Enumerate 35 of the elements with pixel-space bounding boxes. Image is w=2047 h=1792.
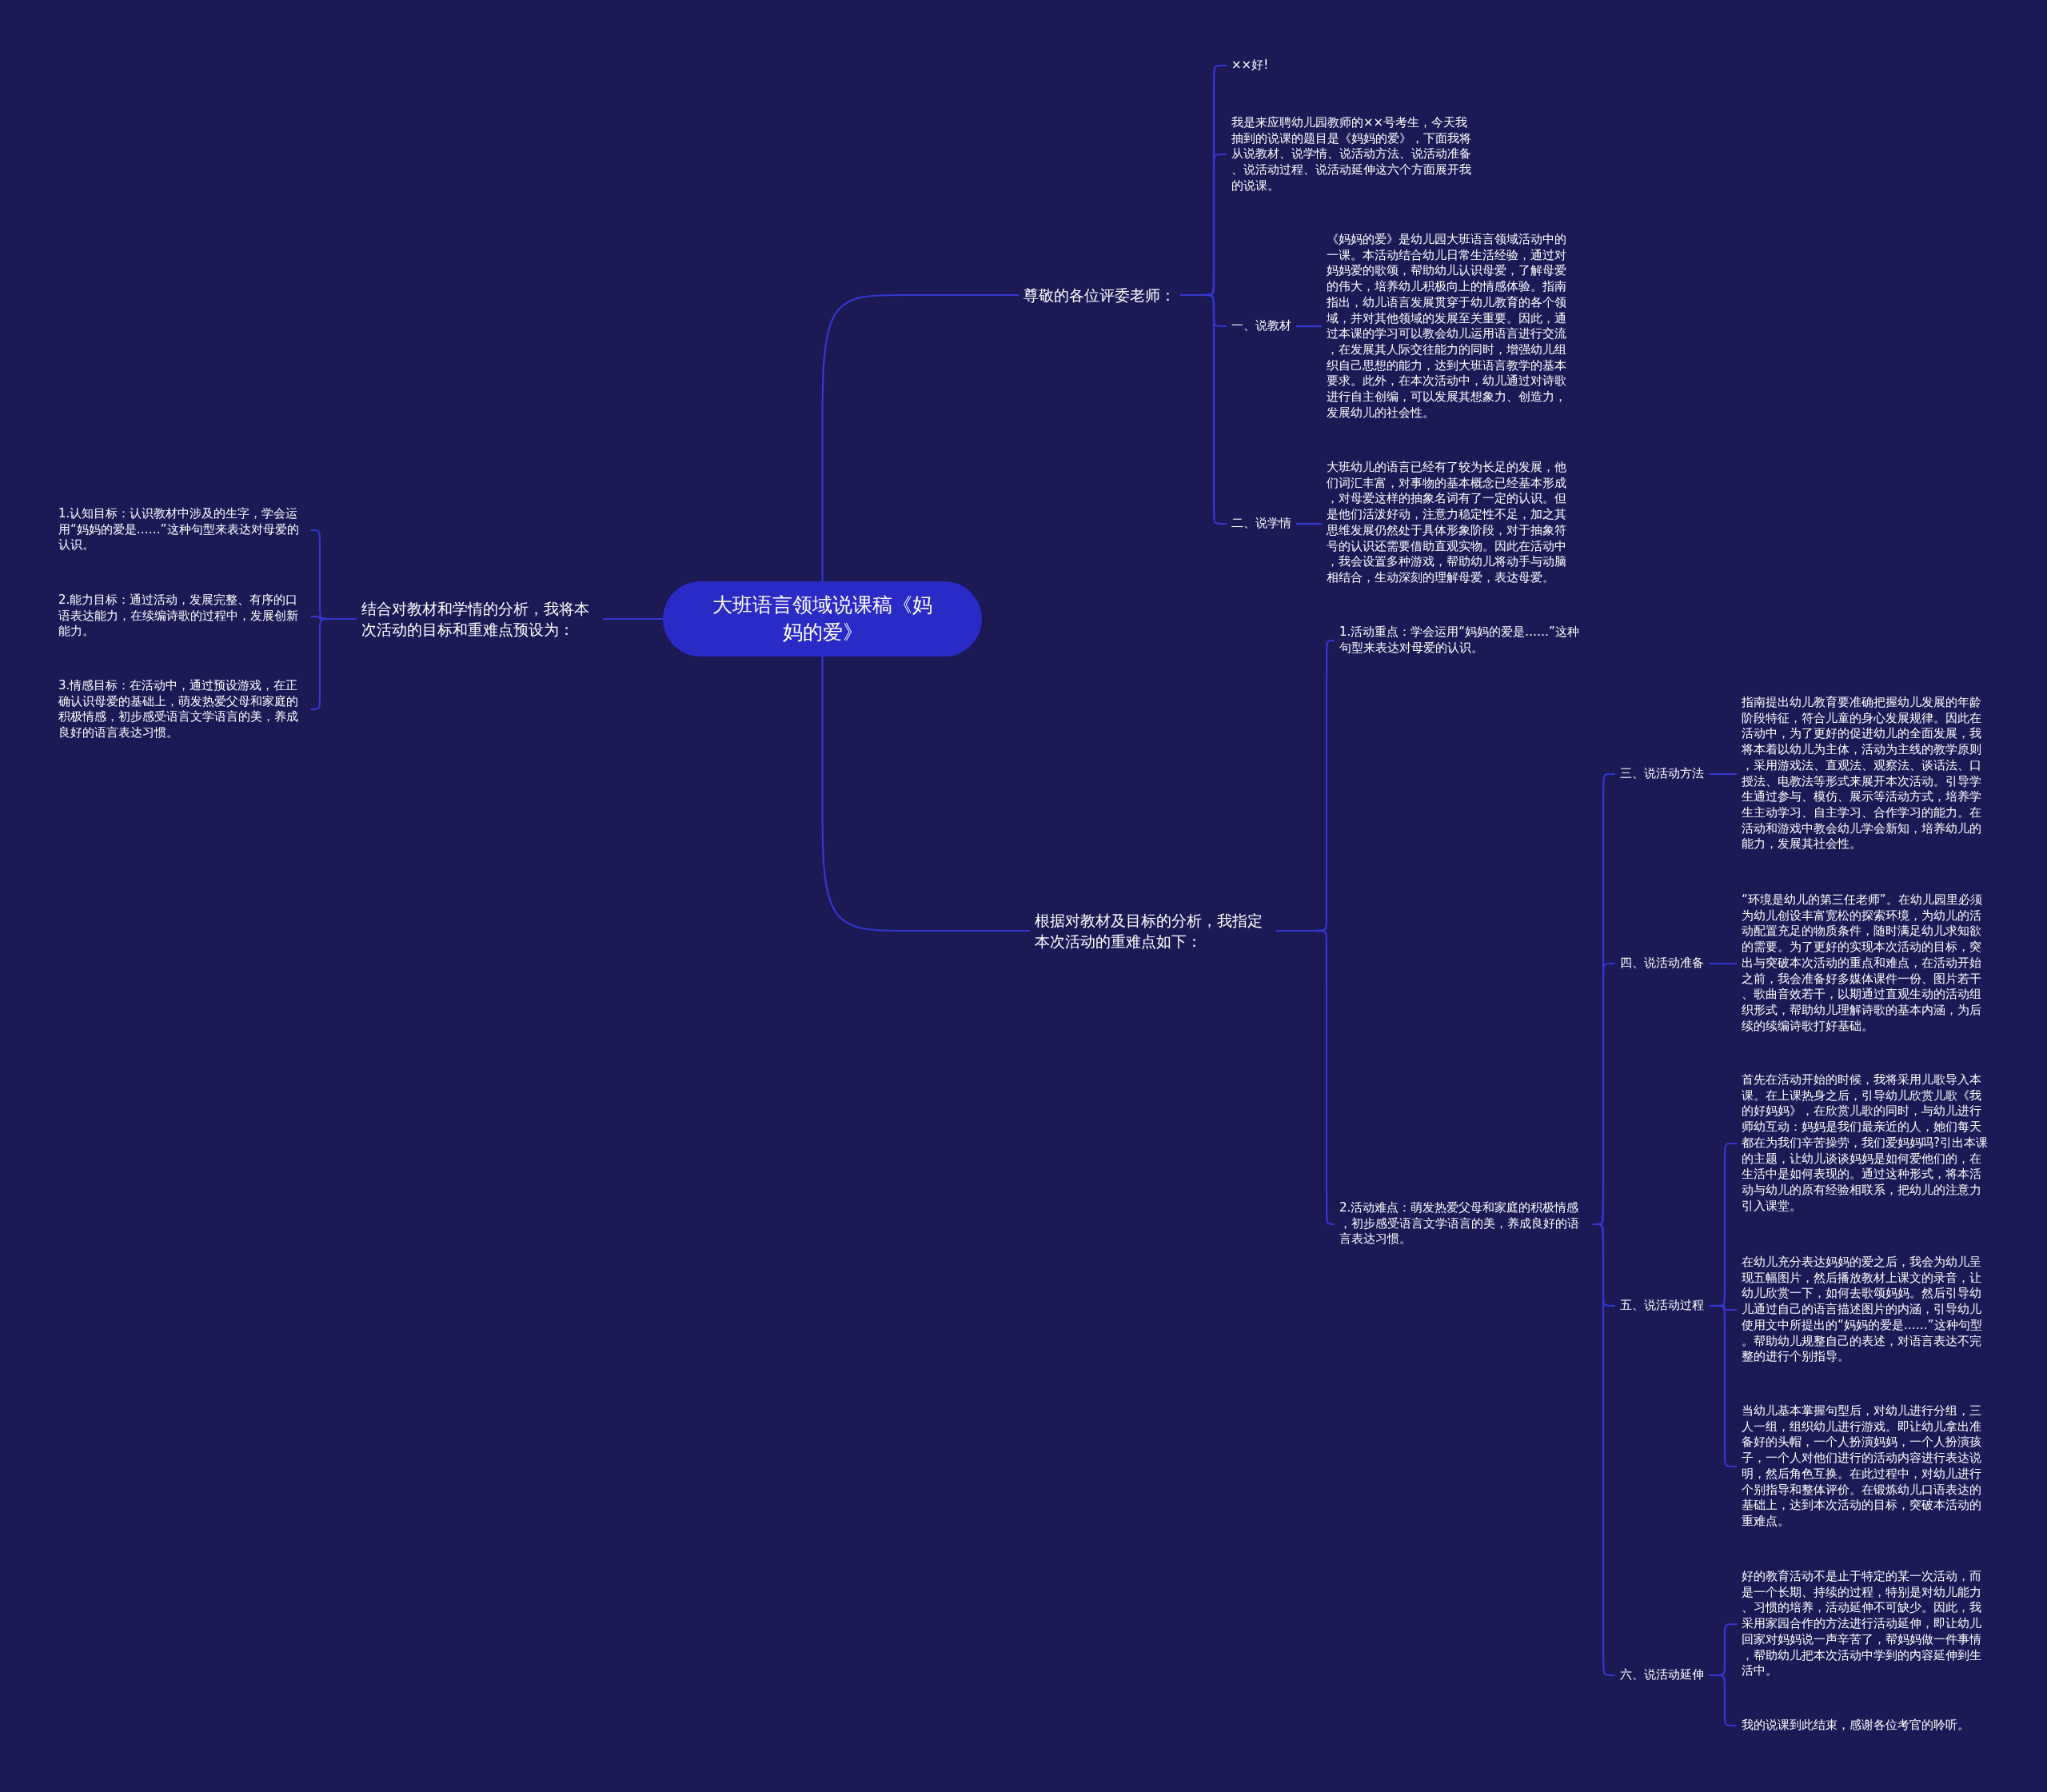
greeting-text: ××好! [1227, 58, 1274, 74]
note-text: 当幼儿基本掌握句型后，对幼儿进行分组，三人一组，组织幼儿进行游戏。即让幼儿拿出准备好的头帽，一个人扮演妈妈，一个人扮演孩子，一个人对他们进行的活动内容进行表达说明，然后角色互换。在此过程中，对幼儿进行个别指导和整体评价。在锻炼幼儿口语表达的基础上，达到本次活动的目标，突破本活动的重难点。 [1737, 1403, 1994, 1530]
subtopic-label: 六、说活动延伸 [1615, 1667, 1709, 1683]
connector-line [1709, 772, 1737, 776]
subtopic-label: 五、说活动过程 [1615, 1298, 1709, 1314]
note-text: 我是来应聘幼儿园教师的××号考生，今天我抽到的说课的题目是《妈妈的爱》，下面我将从说教材、说学情、说活动方法、说活动准备、说活动过程、说活动延伸这六个方面展开我的说课。 [1227, 114, 1484, 194]
note-text: 好的教育活动不是止于特定的某一次活动，而是一个长期、持续的过程，特别是对幼儿能力、习惯的培养，活动延伸不可缺少。因此，我采用家园合作的方法进行活动延伸，即让幼儿回家对妈妈说一声辛苦了，帮妈妈做一件事情，帮助幼儿把本次活动中学到的内容延伸到生活中。 [1737, 1569, 1994, 1679]
note-text: 1.活动重点：学会运用“妈妈的爱是……”这种句型来表达对母爱的认识。 [1335, 625, 1592, 657]
branch-topic: 结合对教材和学情的分析，我将本次活动的目标和重难点预设为： [357, 598, 603, 640]
connector-line [1709, 962, 1737, 965]
branch-topic: 尊敬的各位评委老师： [1019, 285, 1180, 305]
connector-line [1296, 522, 1322, 525]
note-text: 《妈妈的爱》是幼儿园大班语言领域活动中的一课。本活动结合幼儿日常生活经验，通过对妈妈爱的歌颂，帮助幼儿认识母爱，了解母爱的伟大，培养幼儿积极向上的情感体验。指南指出，幼儿语言发展贯穿于幼儿教育的各个领域，并对其他领域的发展至关重要。因此，通过本课的学习可以教会幼儿运用语言进行交流，在发展其人际交往能力的同时，增强幼儿组织自己思想的能力，达到大班语言教学的基本要求。此外，在本次活动中，幼儿通过对诗歌进行自主创编，可以发展其想象力、创造力，发展幼儿的社会性。 [1322, 231, 1579, 421]
branch-topic: 根据对教材及目标的分析，我指定本次活动的重难点如下： [1030, 910, 1276, 952]
subtopic-label: 一、说教材 [1227, 318, 1296, 334]
connector-line [821, 657, 1030, 932]
note-text: “环境是幼儿的第三任老师”。在幼儿园里必须为幼儿创设丰富宽松的探索环境，为幼儿的活动配置充足的物质条件，随时满足幼儿求知欲的需要。为了更好的实现本次活动的目标，突出与突破本次活动的重点和难点，在活动开始之前，我会准备好多媒体课件一份、图片若干、歌曲音效若干，以期通过直观生动的活动组织形式，帮助幼儿理解诗歌的基本内涵，为后续的续编诗歌打好基础。 [1737, 892, 1994, 1035]
connector-line [1296, 325, 1322, 328]
subtopic-label: 三、说活动方法 [1615, 766, 1709, 782]
subtopic-label: 四、说活动准备 [1615, 956, 1709, 972]
note-text: 我的说课到此结束，感谢各位考官的聆听。 [1737, 1718, 1994, 1734]
subtopic-label: 二、说学情 [1227, 516, 1296, 532]
connector-line [821, 293, 1019, 581]
note-text: 首先在活动开始的时候，我将采用儿歌导入本课。在上课热身之后，引导幼儿欣赏儿歌《我的好妈妈》，在欣赏儿歌的同时，与幼儿进行师幼互动：妈妈是我们最亲近的人，她们每天都在为我们辛苦操劳，我们爱妈妈吗?引出本课的主题，让幼儿谈谈妈妈是如何爱他们的，在生活中是如何表现的。通过这种形式，将本活动与幼儿的原有经验相联系，把幼儿的注意力引入课堂。 [1737, 1072, 1994, 1215]
note-text: 指南提出幼儿教育要准确把握幼儿发展的年龄阶段特征，符合儿童的身心发展规律。因此在活动中，为了更好的促进幼儿的全面发展，我将本着以幼儿为主体，活动为主线的教学原则，采用游戏法、直观法、观察法、谈话法、口授法、电教法等形式来展开本次活动。引导学生通过参与、模仿、展示等活动方式，培养学生主动学习、自主学习、合作学习的能力。在活动和游戏中教会幼儿学会新知，培养幼儿的能力，发展其社会性。 [1737, 695, 1994, 853]
central-topic: 大班语言领域说课稿《妈妈的爱》 [663, 581, 982, 657]
connector-line [603, 617, 663, 621]
note-text: 3.情感目标：在活动中，通过预设游戏，在正确认识母爱的基础上，萌发热爱父母和家庭的积极情感，初步感受语言文学语言的美，养成良好的语言表达习惯。 [54, 677, 311, 741]
connector-line [310, 617, 357, 711]
note-text: 1.认知目标：认识教材中涉及的生字，学会运用“妈妈的爱是……”这种句型来表达对母爱的认识。 [54, 506, 311, 554]
connector-line [1276, 929, 1336, 1226]
note-text: 大班幼儿的语言已经有了较为长足的发展，他们词汇丰富，对事物的基本概念已经基本形成，对母爱这样的抽象名词有了一定的认识。但是他们活泼好动，注意力稳定性不足，加之其思维发展仍然处于具体形象阶段，对于抽象符号的认识还需要借助直观实物。因此在活动中，我会设置多种游戏，帮助幼儿将动手与动脑相结合，生动深刻的理解母爱，表达母爱。 [1322, 460, 1579, 586]
note-text: 在幼儿充分表达妈妈的爱之后，我会为幼儿呈现五幅图片，然后播放教材上课文的录音，让幼儿欣赏一下，如何去歌颂妈妈。然后引导幼儿通过自己的语言描述图片的内涵，引导幼儿使用文中所提出的“妈妈的爱是……”这种句型。帮助幼儿规整自己的表述，对语言表达不完整的进行个别指导。 [1737, 1255, 1994, 1365]
note-text: 2.活动难点：萌发热爱父母和家庭的积极情感，初步感受语言文学语言的美，养成良好的语言表达习惯。 [1335, 1200, 1592, 1248]
note-text: 2.能力目标：通过活动，发展完整、有序的口语表达能力，在续编诗歌的过程中，发展创新能力。 [54, 593, 311, 641]
